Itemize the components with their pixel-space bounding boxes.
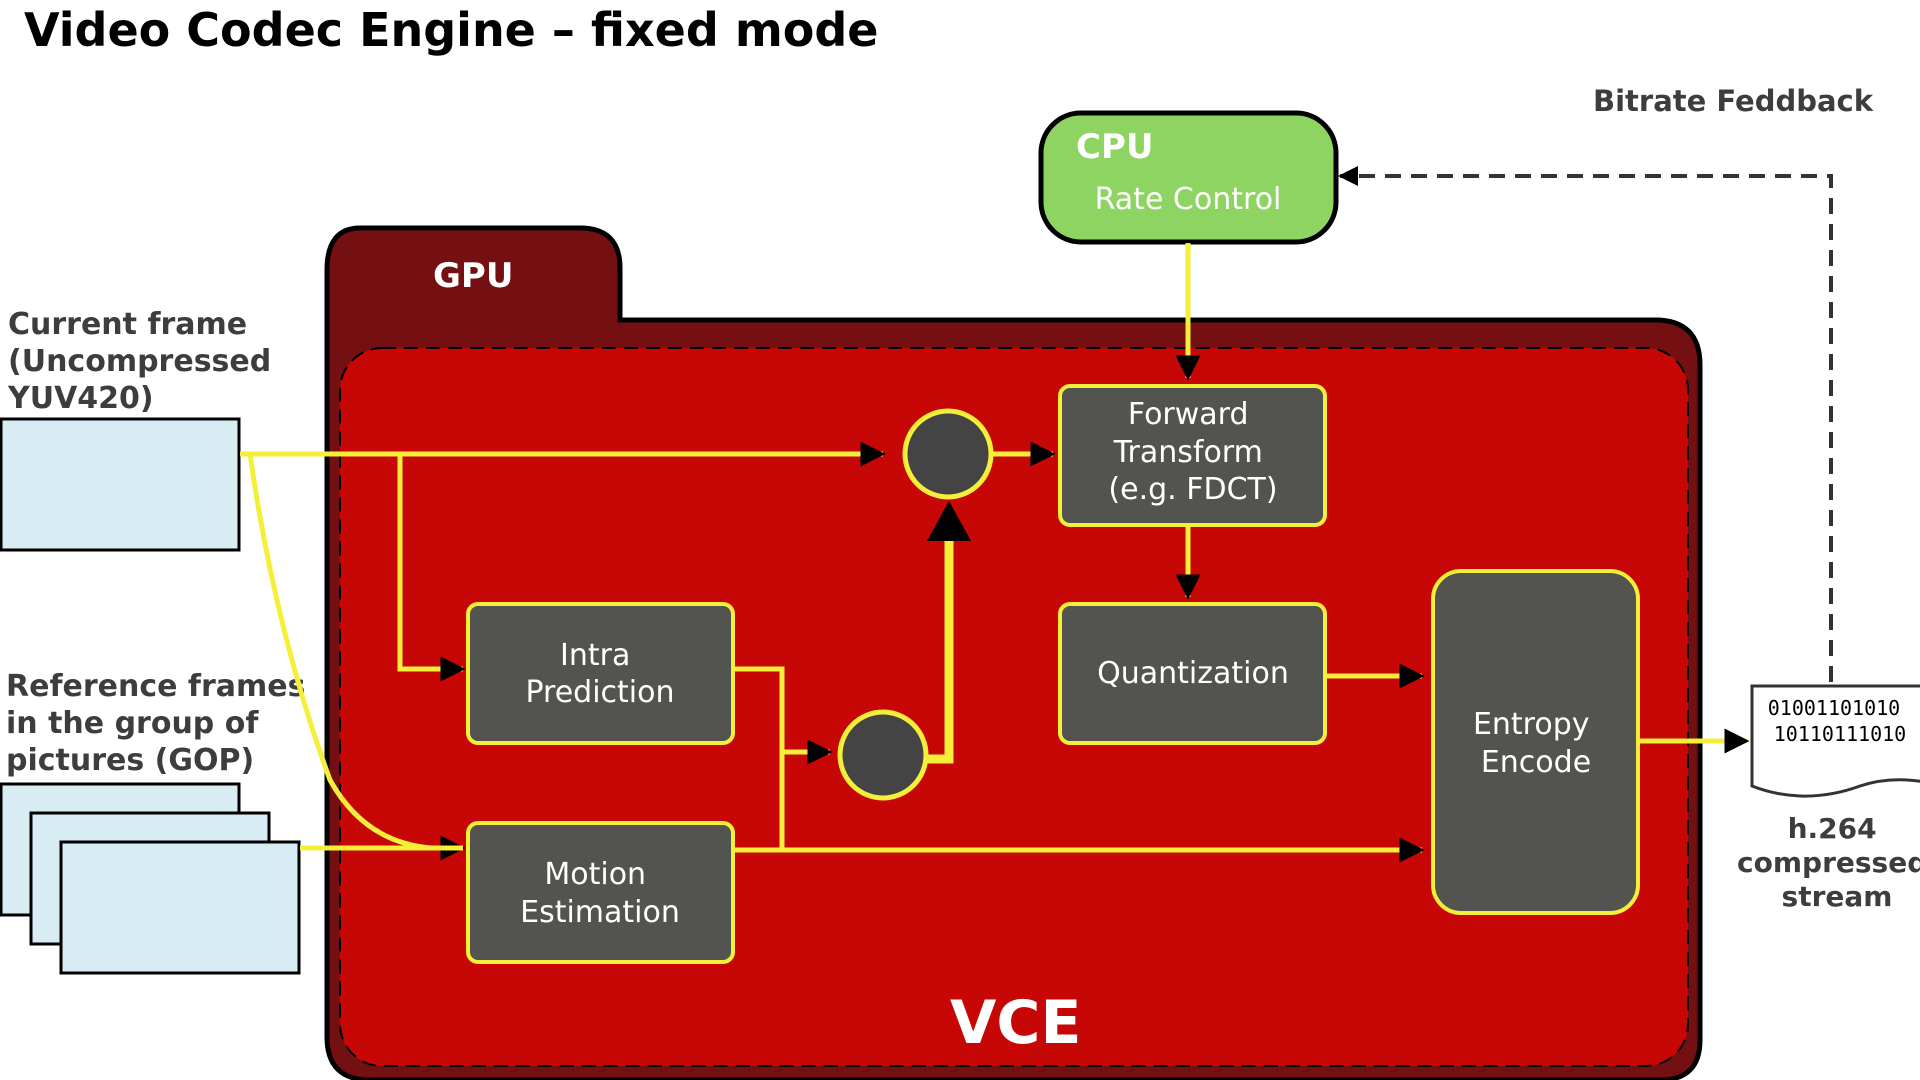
cpu-block — [1038, 110, 1339, 245]
entropy-encode-block: Entropy Encode — [1431, 569, 1640, 915]
rate-control-label: Rate Control — [1095, 182, 1282, 217]
residual-arrowhead — [927, 501, 971, 541]
svg-text:Forward Transform: Forward Transform (e.g. FDCT) — [1108, 397, 1277, 507]
feedback-arrow — [1338, 166, 1833, 682]
current-frame — [0, 417, 241, 552]
svg-text:Quantization: Quantization — [1097, 656, 1289, 691]
forward-transform-block: Forward Transform (e.g. FDCT) — [1058, 384, 1327, 527]
vce-label: VCE — [950, 988, 1081, 1058]
motion-estimation-block: Motion Estimation — [466, 821, 735, 964]
current-frame-label: Current frame (Uncompressed YUV420) — [7, 307, 282, 416]
bitstream-document-icon — [1750, 684, 1920, 798]
prediction-select-node — [837, 709, 929, 801]
data-wires — [240, 243, 1750, 863]
bitrate-feedback-label: Bitrate Feddback — [1593, 84, 1874, 118]
bitstream-bits: 01001101010 10110111010 — [1768, 696, 1913, 746]
output-label: h.264 compressed stream — [1737, 812, 1920, 913]
reference-frame-3 — [59, 840, 301, 975]
reference-frames-label: Reference frames in the group of picture… — [6, 669, 316, 778]
svg-text:Intra Prediction: Intra Prediction — [525, 638, 674, 710]
subtraction-node — [902, 408, 994, 500]
svg-text:Motion Estimation: Motion Estimation — [520, 857, 680, 930]
quantization-block: Quantization — [1058, 602, 1327, 745]
intra-prediction-block: Intra Prediction — [466, 602, 735, 745]
svg-text:Entropy Encode: Entropy Encode — [1473, 707, 1599, 780]
page-title: Video Codec Engine – fixed mode — [24, 3, 878, 57]
gpu-label: GPU — [433, 256, 513, 296]
cpu-label: CPU — [1076, 127, 1153, 167]
